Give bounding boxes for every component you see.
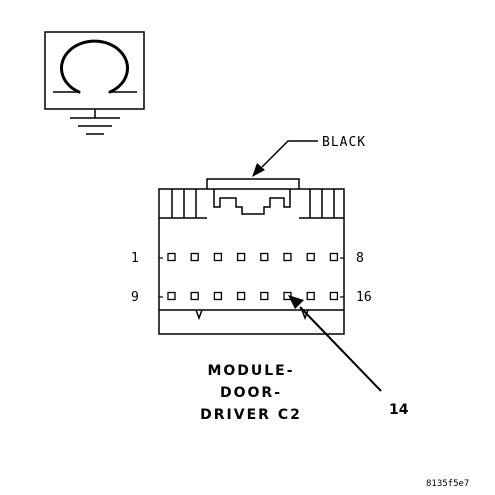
pin-14-leader bbox=[288, 295, 382, 392]
pin-cavity-15 bbox=[306, 291, 315, 301]
pin-cavity-13 bbox=[260, 291, 269, 301]
pin-label-1: 1 bbox=[131, 251, 139, 266]
pin-cavity-10 bbox=[190, 291, 199, 301]
pin-cavity-3 bbox=[213, 252, 223, 262]
pin-row-bottom bbox=[159, 291, 344, 301]
pin-cavity-16 bbox=[329, 291, 339, 301]
pin-cavity-2 bbox=[190, 252, 199, 262]
callout-label-14: 14 bbox=[389, 402, 409, 418]
pin-cavity-1 bbox=[167, 252, 176, 262]
pin-cavity-6 bbox=[283, 252, 292, 262]
figure-code: 8135f5e7 bbox=[426, 479, 469, 489]
pin-cavity-5 bbox=[260, 252, 269, 262]
pin-cavity-7 bbox=[306, 252, 315, 262]
wire-color-leader bbox=[252, 140, 318, 177]
pin-cavity-12 bbox=[236, 291, 246, 301]
pin-label-16: 16 bbox=[356, 290, 372, 305]
connector-title-line2: DOOR- bbox=[220, 385, 282, 401]
ground-symbol-icon bbox=[44, 31, 145, 135]
connector-title-line1: MODULE- bbox=[207, 363, 294, 379]
pin-cavity-8 bbox=[329, 252, 339, 262]
pin-cavity-11 bbox=[213, 291, 223, 301]
pin-row-top bbox=[159, 252, 344, 262]
pin-label-9: 9 bbox=[131, 290, 139, 305]
wire-color-label: BLACK bbox=[322, 135, 366, 150]
connector-body bbox=[158, 178, 345, 335]
pin-cavity-4 bbox=[236, 252, 246, 262]
pin-label-8: 8 bbox=[356, 251, 364, 266]
connector-title-line3: DRIVER C2 bbox=[200, 407, 302, 423]
pin-cavity-9 bbox=[167, 291, 176, 301]
